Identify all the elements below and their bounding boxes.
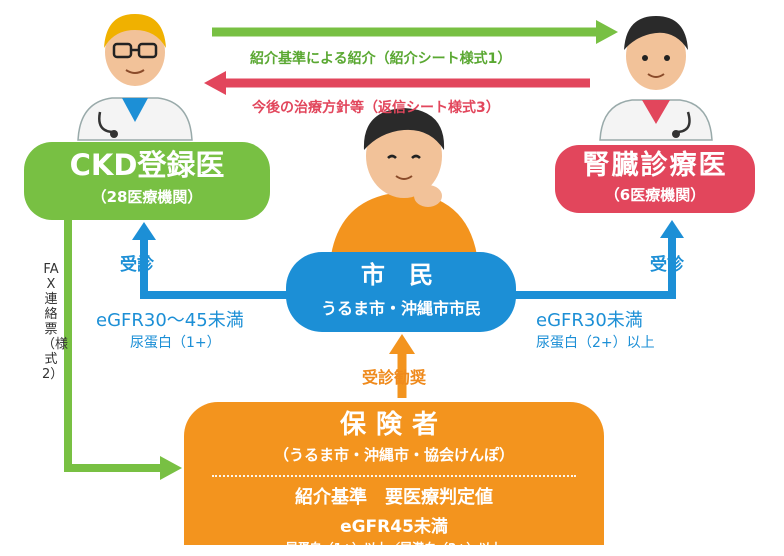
- citizen-title: 市 民: [360, 261, 442, 289]
- right-visit-egfr: eGFR30未満: [536, 310, 643, 331]
- left-visit-connector: [140, 238, 288, 299]
- citizen-illustration: [330, 108, 478, 262]
- left-visit-protein: 尿蛋白（1+）: [130, 335, 221, 351]
- reply-arrow-head: [204, 71, 226, 95]
- kidney-subtitle: （6医療機関）: [604, 186, 706, 204]
- insurer-title: 保険者: [339, 410, 448, 440]
- citizen-subtitle: うるま市・沖縄市市民: [320, 299, 481, 318]
- criteria-urine: 尿蛋白（1+）以上／尿潜血（2+）以上: [285, 541, 503, 555]
- left-visit-egfr: eGFR30～45未満: [96, 310, 244, 331]
- recommend-arrow-head: [389, 334, 415, 354]
- right-visit-protein: 尿蛋白（2+）以上: [536, 335, 655, 351]
- insurer-subtitle: （うるま市・沖縄市・協会けんぽ）: [273, 446, 514, 464]
- referral-label: 紹介基準による紹介（紹介シート様式1）: [250, 51, 512, 67]
- citizen-box: 市 民 うるま市・沖縄市市民: [286, 252, 516, 332]
- left-visit-label: 受診: [120, 255, 154, 275]
- right-visit-connector: [514, 236, 676, 299]
- fax-label: FAX連絡票（様式2）: [42, 262, 69, 382]
- ckd-title: CKD登録医: [69, 148, 225, 182]
- ckd-subtitle: （28医療機関）: [91, 188, 203, 206]
- left-visit-arrow-head: [132, 222, 156, 240]
- criteria-egfr: eGFR45未満: [340, 517, 448, 537]
- insurer-box: 保険者 （うるま市・沖縄市・協会けんぽ） 紹介基準 要医療判定値 eGFR45未…: [184, 402, 604, 555]
- kidney-title: 腎臓診療医: [582, 150, 728, 181]
- insurer-divider: [212, 475, 576, 477]
- right-visit-arrow-head: [660, 220, 684, 238]
- doctor-right-illustration: [599, 16, 713, 141]
- criteria-title: 紹介基準 要医療判定値: [295, 487, 493, 508]
- fax-arrow-head: [160, 456, 182, 480]
- fax-connector: [64, 220, 160, 472]
- kidney-doctor-box: 腎臓診療医 （6医療機関）: [555, 145, 755, 213]
- right-visit-label: 受診: [650, 255, 684, 275]
- recommend-label: 受診勧奨: [362, 368, 427, 387]
- ckd-registered-doctor-box: CKD登録医 （28医療機関）: [24, 142, 270, 220]
- doctor-left-illustration: [77, 14, 193, 141]
- reply-label: 今後の治療方針等（返信シート様式3）: [252, 100, 500, 116]
- referral-arrow-head: [596, 20, 618, 44]
